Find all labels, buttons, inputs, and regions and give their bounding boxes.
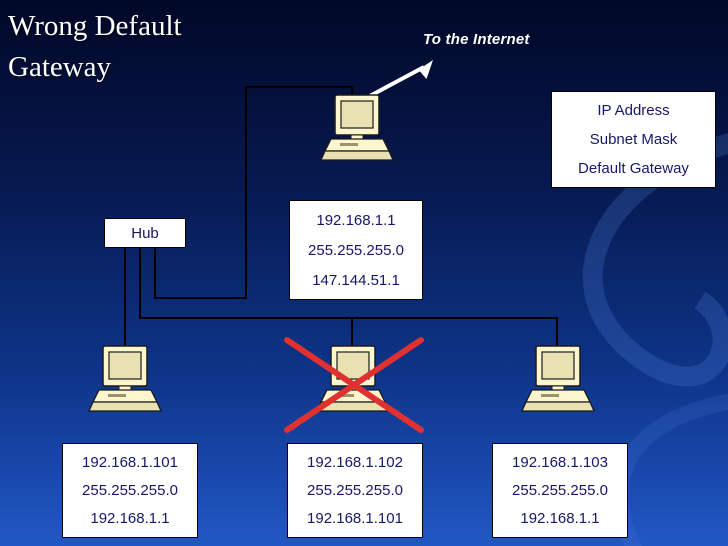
hub-box: Hub bbox=[104, 218, 186, 248]
router-default-gateway: 147.144.51.1 bbox=[312, 271, 400, 289]
router-ip-address: 192.168.1.1 bbox=[316, 211, 396, 229]
pc-right-subnet-mask: 255.255.255.0 bbox=[512, 481, 608, 499]
pc-right-default-gateway: 192.168.1.1 bbox=[520, 510, 600, 528]
pc-left-ip-address: 192.168.1.101 bbox=[82, 453, 178, 471]
legend-box: IP Address Subnet Mask Default Gateway bbox=[551, 91, 716, 188]
pc-middle-ip-address: 192.168.1.102 bbox=[307, 453, 403, 471]
slide-title: Wrong Default Gateway bbox=[8, 6, 182, 88]
cable-hub-down-router bbox=[154, 247, 156, 299]
legend-default-gateway-label: Default Gateway bbox=[578, 160, 689, 177]
slide-title-line1: Wrong Default bbox=[8, 10, 182, 42]
pc-right-computer-icon bbox=[520, 345, 596, 412]
cable-hub-down-mid bbox=[139, 247, 141, 319]
cable-router-top bbox=[245, 86, 353, 88]
pc-left-default-gateway: 192.168.1.1 bbox=[90, 510, 170, 528]
pc-middle-info-box: 192.168.1.102 255.255.255.0 192.168.1.10… bbox=[287, 443, 423, 538]
pc-middle-default-gateway: 192.168.1.101 bbox=[307, 510, 403, 528]
legend-ip-address-label: IP Address bbox=[597, 102, 670, 119]
cable-drop-pc-right bbox=[556, 317, 558, 347]
cable-drop-pc-middle bbox=[351, 317, 353, 347]
pc-left-computer-icon bbox=[87, 345, 163, 412]
router-computer-icon bbox=[319, 94, 395, 161]
router-info-box: 192.168.1.1 255.255.255.0 147.144.51.1 bbox=[289, 200, 423, 300]
cable-horizontal-upper bbox=[154, 297, 247, 299]
slide-title-line2: Gateway bbox=[8, 51, 112, 83]
legend-subnet-mask-label: Subnet Mask bbox=[589, 131, 678, 148]
hub-label: Hub bbox=[131, 224, 159, 242]
pc-middle-subnet-mask: 255.255.255.0 bbox=[307, 481, 403, 499]
router-subnet-mask: 255.255.255.0 bbox=[308, 241, 404, 259]
cable-hub-to-pc-left bbox=[124, 247, 126, 347]
internet-label: To the Internet bbox=[423, 31, 530, 48]
cable-horizontal-lower bbox=[139, 317, 558, 319]
pc-right-ip-address: 192.168.1.103 bbox=[512, 453, 608, 471]
pc-left-info-box: 192.168.1.101 255.255.255.0 192.168.1.1 bbox=[62, 443, 198, 538]
pc-left-subnet-mask: 255.255.255.0 bbox=[82, 481, 178, 499]
internet-arrow-icon bbox=[367, 60, 433, 99]
pc-right-info-box: 192.168.1.103 255.255.255.0 192.168.1.1 bbox=[492, 443, 628, 538]
cable-router-connector bbox=[351, 86, 353, 98]
cable-router-riser bbox=[245, 86, 247, 299]
red-cross-icon bbox=[284, 337, 424, 433]
